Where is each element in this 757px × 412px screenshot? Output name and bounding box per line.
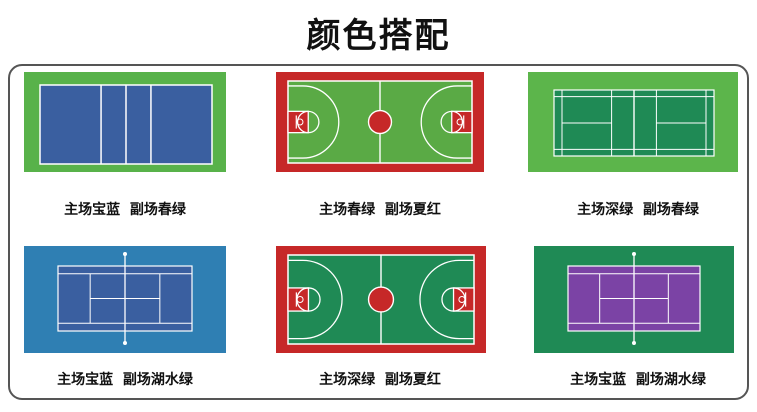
three-point-line bbox=[420, 85, 472, 159]
volleyball-court-image bbox=[24, 72, 226, 172]
hoop bbox=[456, 118, 464, 126]
three-point-line bbox=[419, 259, 474, 340]
court-caption: 主场宝蓝 副场春绿 bbox=[64, 202, 186, 218]
three-point-line bbox=[288, 85, 340, 159]
hoop bbox=[458, 296, 466, 303]
free-throw-circle bbox=[440, 110, 464, 134]
net-post bbox=[632, 252, 636, 256]
court-caption: 主场宝蓝 副场湖水绿 bbox=[570, 372, 706, 388]
center-circle bbox=[367, 109, 393, 135]
court-caption: 主场宝蓝 副场湖水绿 bbox=[57, 372, 193, 388]
hoop bbox=[296, 296, 304, 303]
badminton-court-image bbox=[528, 72, 738, 172]
page-title: 颜色搭配 bbox=[306, 16, 451, 56]
badminton-court-drawing bbox=[528, 72, 738, 172]
court-caption: 主场春绿 副场夏红 bbox=[319, 202, 441, 218]
basketball-court-image bbox=[276, 72, 484, 172]
tennis-court-drawing bbox=[534, 246, 734, 353]
basketball-court-drawing bbox=[276, 72, 484, 172]
court-caption: 主场深绿 副场夏红 bbox=[319, 372, 441, 388]
tennis-court-image bbox=[24, 246, 226, 353]
court-caption: 主场深绿 副场春绿 bbox=[577, 202, 699, 218]
key-area bbox=[287, 287, 310, 312]
hoop bbox=[296, 118, 304, 126]
net-post bbox=[123, 252, 127, 256]
net-post bbox=[123, 341, 127, 345]
volleyball-court-drawing bbox=[24, 72, 226, 172]
tennis-court-image bbox=[534, 246, 734, 353]
key-area bbox=[452, 287, 475, 312]
net-post bbox=[632, 341, 636, 345]
center-circle bbox=[367, 286, 395, 313]
free-throw-circle bbox=[296, 110, 320, 134]
three-point-line bbox=[288, 259, 343, 340]
basketball-court-drawing bbox=[276, 246, 486, 353]
basketball-court-image bbox=[276, 246, 486, 353]
tennis-court-drawing bbox=[24, 246, 226, 353]
